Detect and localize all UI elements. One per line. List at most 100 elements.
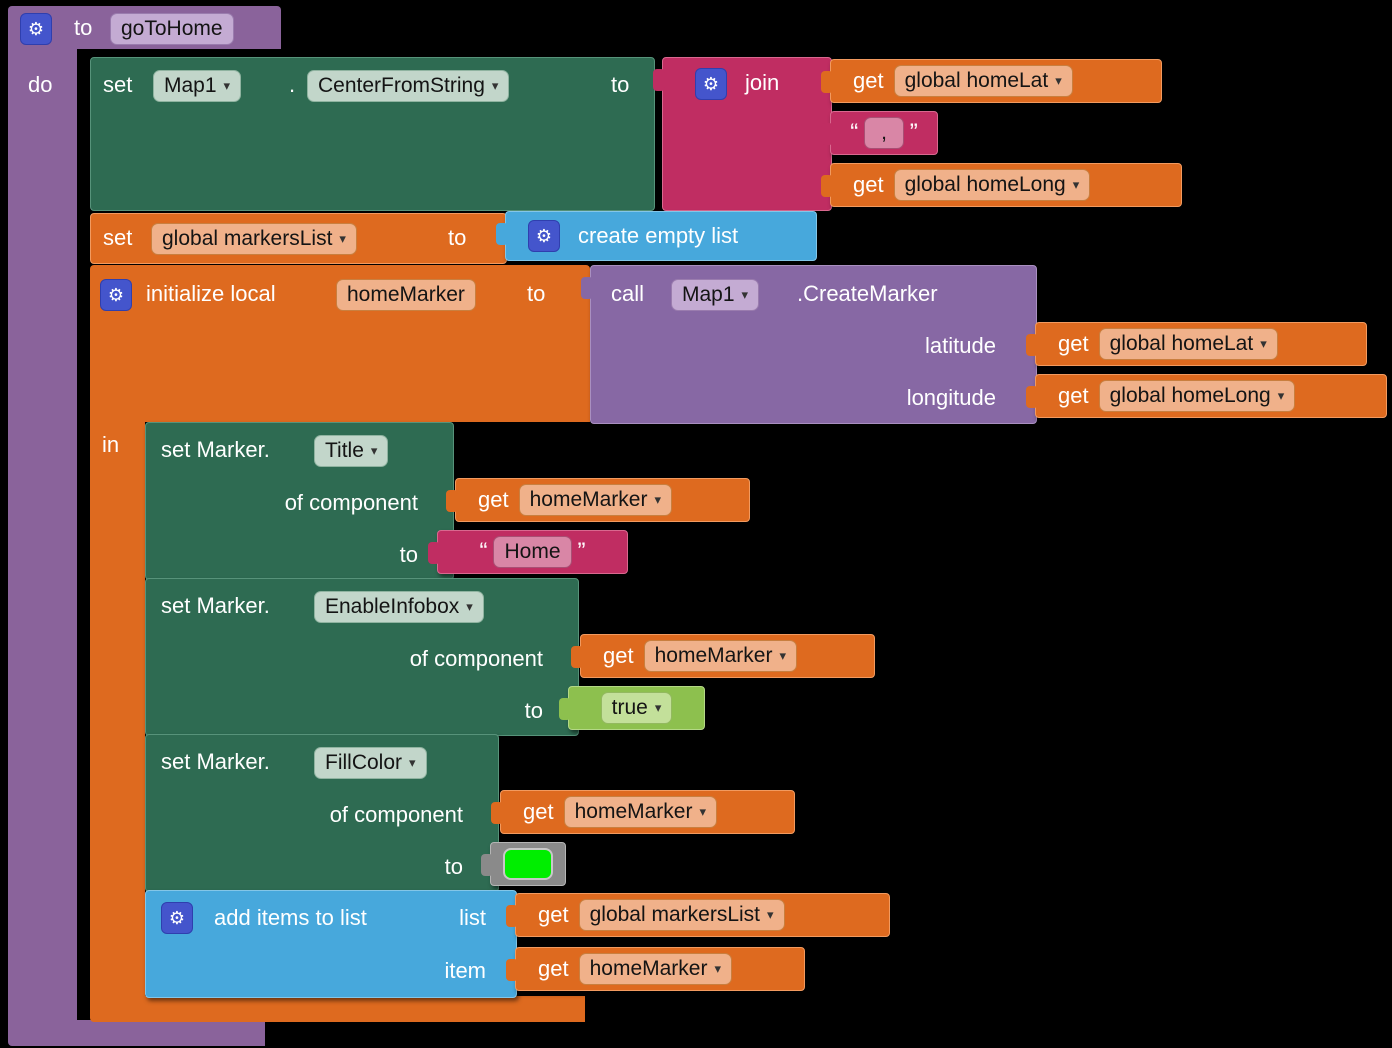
dropdown-value: homeMarker <box>529 488 648 511</box>
join-block[interactable]: ⚙ join <box>653 57 832 211</box>
get-label: get <box>853 172 884 197</box>
component-dropdown[interactable]: Map1 ▾ <box>153 70 242 102</box>
set-marker-label: set Marker. <box>161 749 270 774</box>
list-param-label: list <box>459 905 486 930</box>
get-global-markerslist-block[interactable]: get global markersList ▾ <box>506 893 890 937</box>
set-marker-label: set Marker. <box>161 437 270 462</box>
component-dropdown[interactable]: Map1 ▾ <box>671 279 760 311</box>
set-marker-enableinfobox-block[interactable]: set Marker. EnableInfobox ▾ of component… <box>145 578 579 736</box>
variable-dropdown[interactable]: homeMarker ▾ <box>518 484 672 516</box>
dropdown-value: homeMarker <box>574 800 693 823</box>
call-label: call <box>611 281 645 306</box>
mutator-gear-icon[interactable]: ⚙ <box>161 902 193 934</box>
close-quote: ” <box>577 538 586 565</box>
dropdown-value: Map1 <box>682 283 735 306</box>
get-homemarker-block[interactable]: get homeMarker ▾ <box>446 478 750 522</box>
dropdown-value: homeMarker <box>589 957 708 980</box>
chevron-down-icon: ▾ <box>779 648 786 663</box>
dropdown-value: global homeLat <box>1109 332 1254 355</box>
dropdown-value: global homeLat <box>904 69 1049 92</box>
logic-true-block[interactable]: true ▾ <box>559 686 705 730</box>
property-dropdown[interactable]: Title ▾ <box>314 435 389 467</box>
open-quote: “ <box>850 119 859 146</box>
variable-dropdown[interactable]: global markersList ▾ <box>578 899 785 931</box>
property-dropdown[interactable]: CenterFromString ▾ <box>307 70 510 102</box>
to-label: to <box>399 542 418 567</box>
dropdown-value: global markersList <box>162 227 333 250</box>
chevron-down-icon: ▾ <box>370 443 378 458</box>
color-block[interactable] <box>481 842 566 886</box>
to-label: to <box>444 854 463 879</box>
dot-label: . <box>289 72 296 97</box>
text-value: , <box>875 121 893 144</box>
create-empty-list-block[interactable]: ⚙ create empty list <box>496 211 817 261</box>
property-dropdown[interactable]: FillColor ▾ <box>314 747 427 779</box>
get-homemarker-block[interactable]: get homeMarker ▾ <box>491 790 795 834</box>
chevron-down-icon: ▾ <box>767 907 774 922</box>
chevron-down-icon: ▾ <box>223 78 231 93</box>
text-field[interactable]: Home <box>493 536 572 568</box>
chevron-down-icon: ▾ <box>654 492 661 507</box>
get-label: get <box>1058 383 1089 408</box>
add-items-to-list-block[interactable]: ⚙ add items to list list item <box>145 890 517 998</box>
of-component-label: of component <box>409 646 543 671</box>
color-swatch-green[interactable] <box>503 848 553 880</box>
chevron-down-icon: ▾ <box>654 700 662 715</box>
variable-dropdown[interactable]: global homeLong ▾ <box>893 169 1091 201</box>
text-string-block[interactable]: “ , ” <box>821 111 938 155</box>
dropdown-value: true <box>611 696 648 719</box>
dropdown-value: global homeLong <box>1109 384 1271 407</box>
mutator-gear-icon[interactable]: ⚙ <box>20 13 52 45</box>
dropdown-value: global markersList <box>589 903 760 926</box>
variable-dropdown[interactable]: global homeLong ▾ <box>1098 380 1296 412</box>
mutator-gear-icon[interactable]: ⚙ <box>100 279 132 311</box>
get-homemarker-block[interactable]: get homeMarker ▾ <box>506 947 805 991</box>
set-marker-fillcolor-block[interactable]: set Marker. FillColor ▾ of component to <box>145 734 499 892</box>
set-marker-title-block[interactable]: set Marker. Title ▾ of component to <box>145 422 454 580</box>
variable-dropdown[interactable]: homeMarker ▾ <box>563 796 717 828</box>
gear-icon: ⚙ <box>702 73 720 94</box>
join-label: join <box>745 70 780 95</box>
get-global-homelong-block[interactable]: get global homeLong ▾ <box>821 163 1182 207</box>
chevron-down-icon: ▾ <box>714 961 721 976</box>
gear-icon: ⚙ <box>27 18 45 39</box>
variable-dropdown[interactable]: global markersList ▾ <box>151 223 357 255</box>
variable-dropdown[interactable]: global homeLat ▾ <box>893 65 1073 97</box>
variable-dropdown[interactable]: homeMarker ▾ <box>643 640 797 672</box>
chevron-down-icon: ▾ <box>741 287 749 302</box>
close-quote: ” <box>909 119 918 146</box>
variable-dropdown[interactable]: global homeLat ▾ <box>1098 328 1278 360</box>
dropdown-value: CenterFromString <box>318 74 485 97</box>
set-markerslist-block[interactable]: set global markersList ▾ to <box>90 213 507 264</box>
to-label: to <box>524 698 543 723</box>
variable-dropdown[interactable]: homeMarker ▾ <box>578 953 732 985</box>
get-global-homelat-block[interactable]: get global homeLat ▾ <box>821 59 1162 103</box>
param-latitude-label: latitude <box>925 333 996 358</box>
property-dropdown[interactable]: EnableInfobox ▾ <box>314 591 484 623</box>
initialize-local-label: initialize local <box>146 281 276 306</box>
gear-icon: ⚙ <box>168 907 186 928</box>
get-label: get <box>1058 331 1089 356</box>
set-center-from-string-block[interactable]: set Map1 ▾ . CenterFromString ▾ to <box>90 57 655 211</box>
mutator-gear-icon[interactable]: ⚙ <box>695 68 727 100</box>
text-value: Home <box>504 540 561 563</box>
mutator-gear-icon[interactable]: ⚙ <box>528 220 560 252</box>
to-label: to <box>527 281 546 306</box>
in-label: in <box>102 432 120 457</box>
text-field[interactable]: , <box>864 117 904 149</box>
get-global-homelong-block[interactable]: get global homeLong ▾ <box>1026 374 1387 418</box>
chevron-down-icon: ▾ <box>699 804 706 819</box>
get-label: get <box>538 956 569 981</box>
logic-dropdown[interactable]: true ▾ <box>600 692 673 724</box>
call-createmarker-block[interactable]: call Map1 ▾ .CreateMarker latitude longi… <box>581 265 1037 424</box>
of-component-label: of component <box>284 490 418 515</box>
procedure-name-field[interactable]: goToHome <box>110 13 234 45</box>
text-string-block[interactable]: “ Home ” <box>428 530 628 574</box>
get-global-homelat-block[interactable]: get global homeLat ▾ <box>1026 322 1367 366</box>
chevron-down-icon: ▾ <box>1055 73 1062 88</box>
chevron-down-icon: ▾ <box>1277 388 1285 403</box>
local-name-field[interactable]: homeMarker <box>336 279 476 311</box>
item-param-label: item <box>444 958 486 983</box>
get-homemarker-block[interactable]: get homeMarker ▾ <box>571 634 875 678</box>
